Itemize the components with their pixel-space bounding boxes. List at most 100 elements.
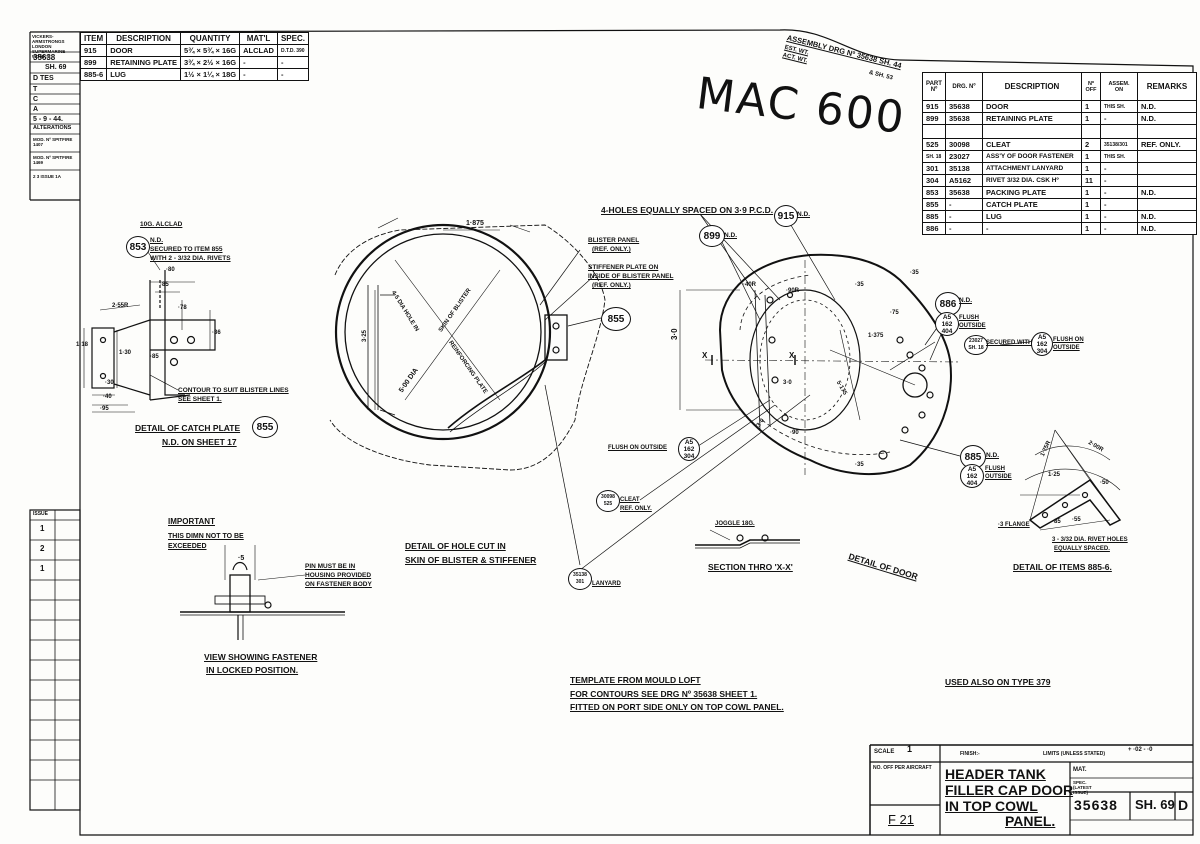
- strip-letter-c: C: [33, 96, 39, 103]
- strip-sheet: SH. 69: [45, 64, 67, 71]
- door-holes-note: 4-HOLES EQUALLY SPACED ON 3·9 P.C.D.: [601, 205, 774, 215]
- table-row: 899 RETAINING PLATE 3¾ × 2½ × 16G - -: [79, 56, 309, 69]
- catch-note-2: WITH 2 - 3/32 DIA. RIVETS: [150, 255, 231, 262]
- col-material: MAT'L: [239, 32, 278, 45]
- catch-contour-2: SEE SHEET 1.: [178, 396, 222, 403]
- note-template: TEMPLATE FROM MOULD LOFT: [570, 675, 701, 685]
- joggle-label: JOGGLE 18G.: [715, 521, 755, 527]
- catch-plate-view: [83, 239, 216, 413]
- catch-caption-1: DETAIL OF CATCH PLATE: [135, 423, 241, 433]
- flush-on-outside-label: FLUSH ON OUTSIDE: [608, 445, 668, 451]
- stiffener-label-3: (REF. ONLY.): [592, 282, 631, 289]
- drawing-number: 35638: [1074, 797, 1118, 813]
- strip-mod-1: MOD. Nº SPITFIRE 1407: [33, 137, 73, 147]
- hole-cut-view: [329, 217, 606, 471]
- item-bubble-853: 853: [126, 236, 150, 258]
- title-line-2: FILLER CAP DOOR: [945, 782, 1074, 798]
- spec-label: SPEC. (LATEST ISSUE): [1073, 780, 1092, 795]
- scale-value: 1: [907, 744, 913, 754]
- issue-letter: D: [1178, 797, 1189, 813]
- title-line-4: PANEL.: [1005, 813, 1056, 829]
- pin-note-1: PIN MUST BE IN: [305, 563, 356, 570]
- table-row: 885-6 LUG 1½ × 1¼ × 18G - -: [79, 68, 309, 81]
- strip-alterations: ALTERATIONS: [33, 125, 72, 131]
- title-block-grid: [869, 744, 1193, 835]
- section-mark-x-left: X: [702, 351, 708, 360]
- items-885-caption: DETAIL OF ITEMS 885-6.: [1013, 562, 1112, 572]
- item-bubble-899: 899: [699, 225, 725, 247]
- issue-2: 2: [40, 544, 45, 553]
- hole-caption-1: DETAIL OF HOLE CUT IN: [405, 541, 506, 551]
- sheet-border: [29, 29, 1194, 836]
- strip-dates: D TES: [33, 75, 54, 82]
- hole-dim-left: 3·25: [362, 329, 368, 342]
- blister-ref-only: (REF. ONLY.): [592, 246, 631, 253]
- scale-label: SCALE: [874, 749, 895, 755]
- pin-note-2: HOUSING PROVIDED: [305, 572, 372, 579]
- item-bubble-855-b: 855: [601, 307, 631, 331]
- limits-label: LIMITS (UNLESS STATED): [1043, 751, 1106, 757]
- strip-mod-2: MOD. Nº SPITFIRE 1469: [33, 155, 73, 165]
- important-label: IMPORTANT: [168, 517, 215, 526]
- section-xx-caption: SECTION THRO 'X-X': [708, 562, 793, 572]
- strip-mod-3: 2 3 ISSUE 1A: [33, 174, 62, 179]
- col-description: DESCRIPTION: [106, 32, 181, 45]
- section-mark-x-right: X: [789, 351, 795, 360]
- catch-contour-1: CONTOUR TO SUIT BLISTER LINES: [178, 387, 289, 394]
- table-row: 886--1-N.D.: [922, 222, 1197, 235]
- item-bubble-855: 855: [252, 416, 278, 438]
- parts-table-right: PART Nº DRG. Nº DESCRIPTION Nº OFF ASSEM…: [922, 72, 1197, 235]
- catch-material: 10G. ALCLAD: [140, 221, 183, 228]
- item-bubble-915: 915: [774, 205, 798, 227]
- table-row: 915 DOOR 5¾ × 5¾ × 16G ALCLAD D.T.D. 390: [79, 44, 309, 57]
- hole-caption-2: SKIN OF BLISTER & STIFFENER: [405, 555, 537, 565]
- strip-date: 5 - 9 - 44.: [33, 116, 63, 123]
- door-view: [679, 253, 961, 475]
- equally-spaced-label: EQUALLY SPACED.: [1054, 546, 1110, 552]
- note-fitted: FITTED ON PORT SIDE ONLY ON TOP COWL PAN…: [570, 702, 784, 712]
- catch-nd: N.D.: [150, 237, 163, 244]
- this-dim-label: THIS DIMN NOT TO BE: [168, 533, 244, 540]
- flange-label: ·3 FLANGE: [998, 522, 1030, 528]
- firm-name: Vickers-Armstrongs London Supermarine Wo…: [32, 34, 66, 59]
- parts-table-left: ITEM DESCRIPTION QUANTITY MAT'L SPEC. 91…: [79, 32, 309, 81]
- stiffener-label-1: STIFFENER PLATE ON: [588, 264, 659, 271]
- limits-value: + ·02 - ·0: [1128, 747, 1153, 753]
- table-row: [922, 124, 1197, 139]
- fastener-caption-2: IN LOCKED POSITION.: [206, 665, 299, 675]
- stiffener-label-2: INSIDE OF BLISTER PANEL: [588, 273, 674, 280]
- fastener-ref-bubble: 23027 SH. 18: [964, 335, 988, 355]
- strip-letter-t: T: [33, 86, 38, 93]
- catch-caption-2: N.D. ON SHEET 17: [162, 437, 237, 447]
- sheet-ref: F 21: [888, 812, 915, 827]
- blister-panel-label: BLISTER PANEL: [588, 237, 640, 244]
- title-line-1: HEADER TANK: [945, 766, 1046, 782]
- note-contours: FOR CONTOURS SEE DRG Nº 35638 SHEET 1.: [570, 689, 758, 699]
- issue-1: 1: [40, 524, 45, 533]
- title-line-3: IN TOP COWL: [945, 798, 1038, 814]
- issue-label: ISSUE: [33, 511, 49, 517]
- strip-letter-a: A: [33, 106, 39, 113]
- issue-3: 1: [40, 564, 45, 573]
- col-item: ITEM: [79, 32, 108, 45]
- exceeded-label: EXCEEDED: [168, 543, 207, 550]
- items-885-view: [1020, 429, 1122, 531]
- catch-note-1: SECURED TO ITEM 855: [150, 246, 223, 253]
- col-quantity: QUANTITY: [179, 32, 241, 45]
- hole-dim-top: 1·875: [466, 220, 484, 227]
